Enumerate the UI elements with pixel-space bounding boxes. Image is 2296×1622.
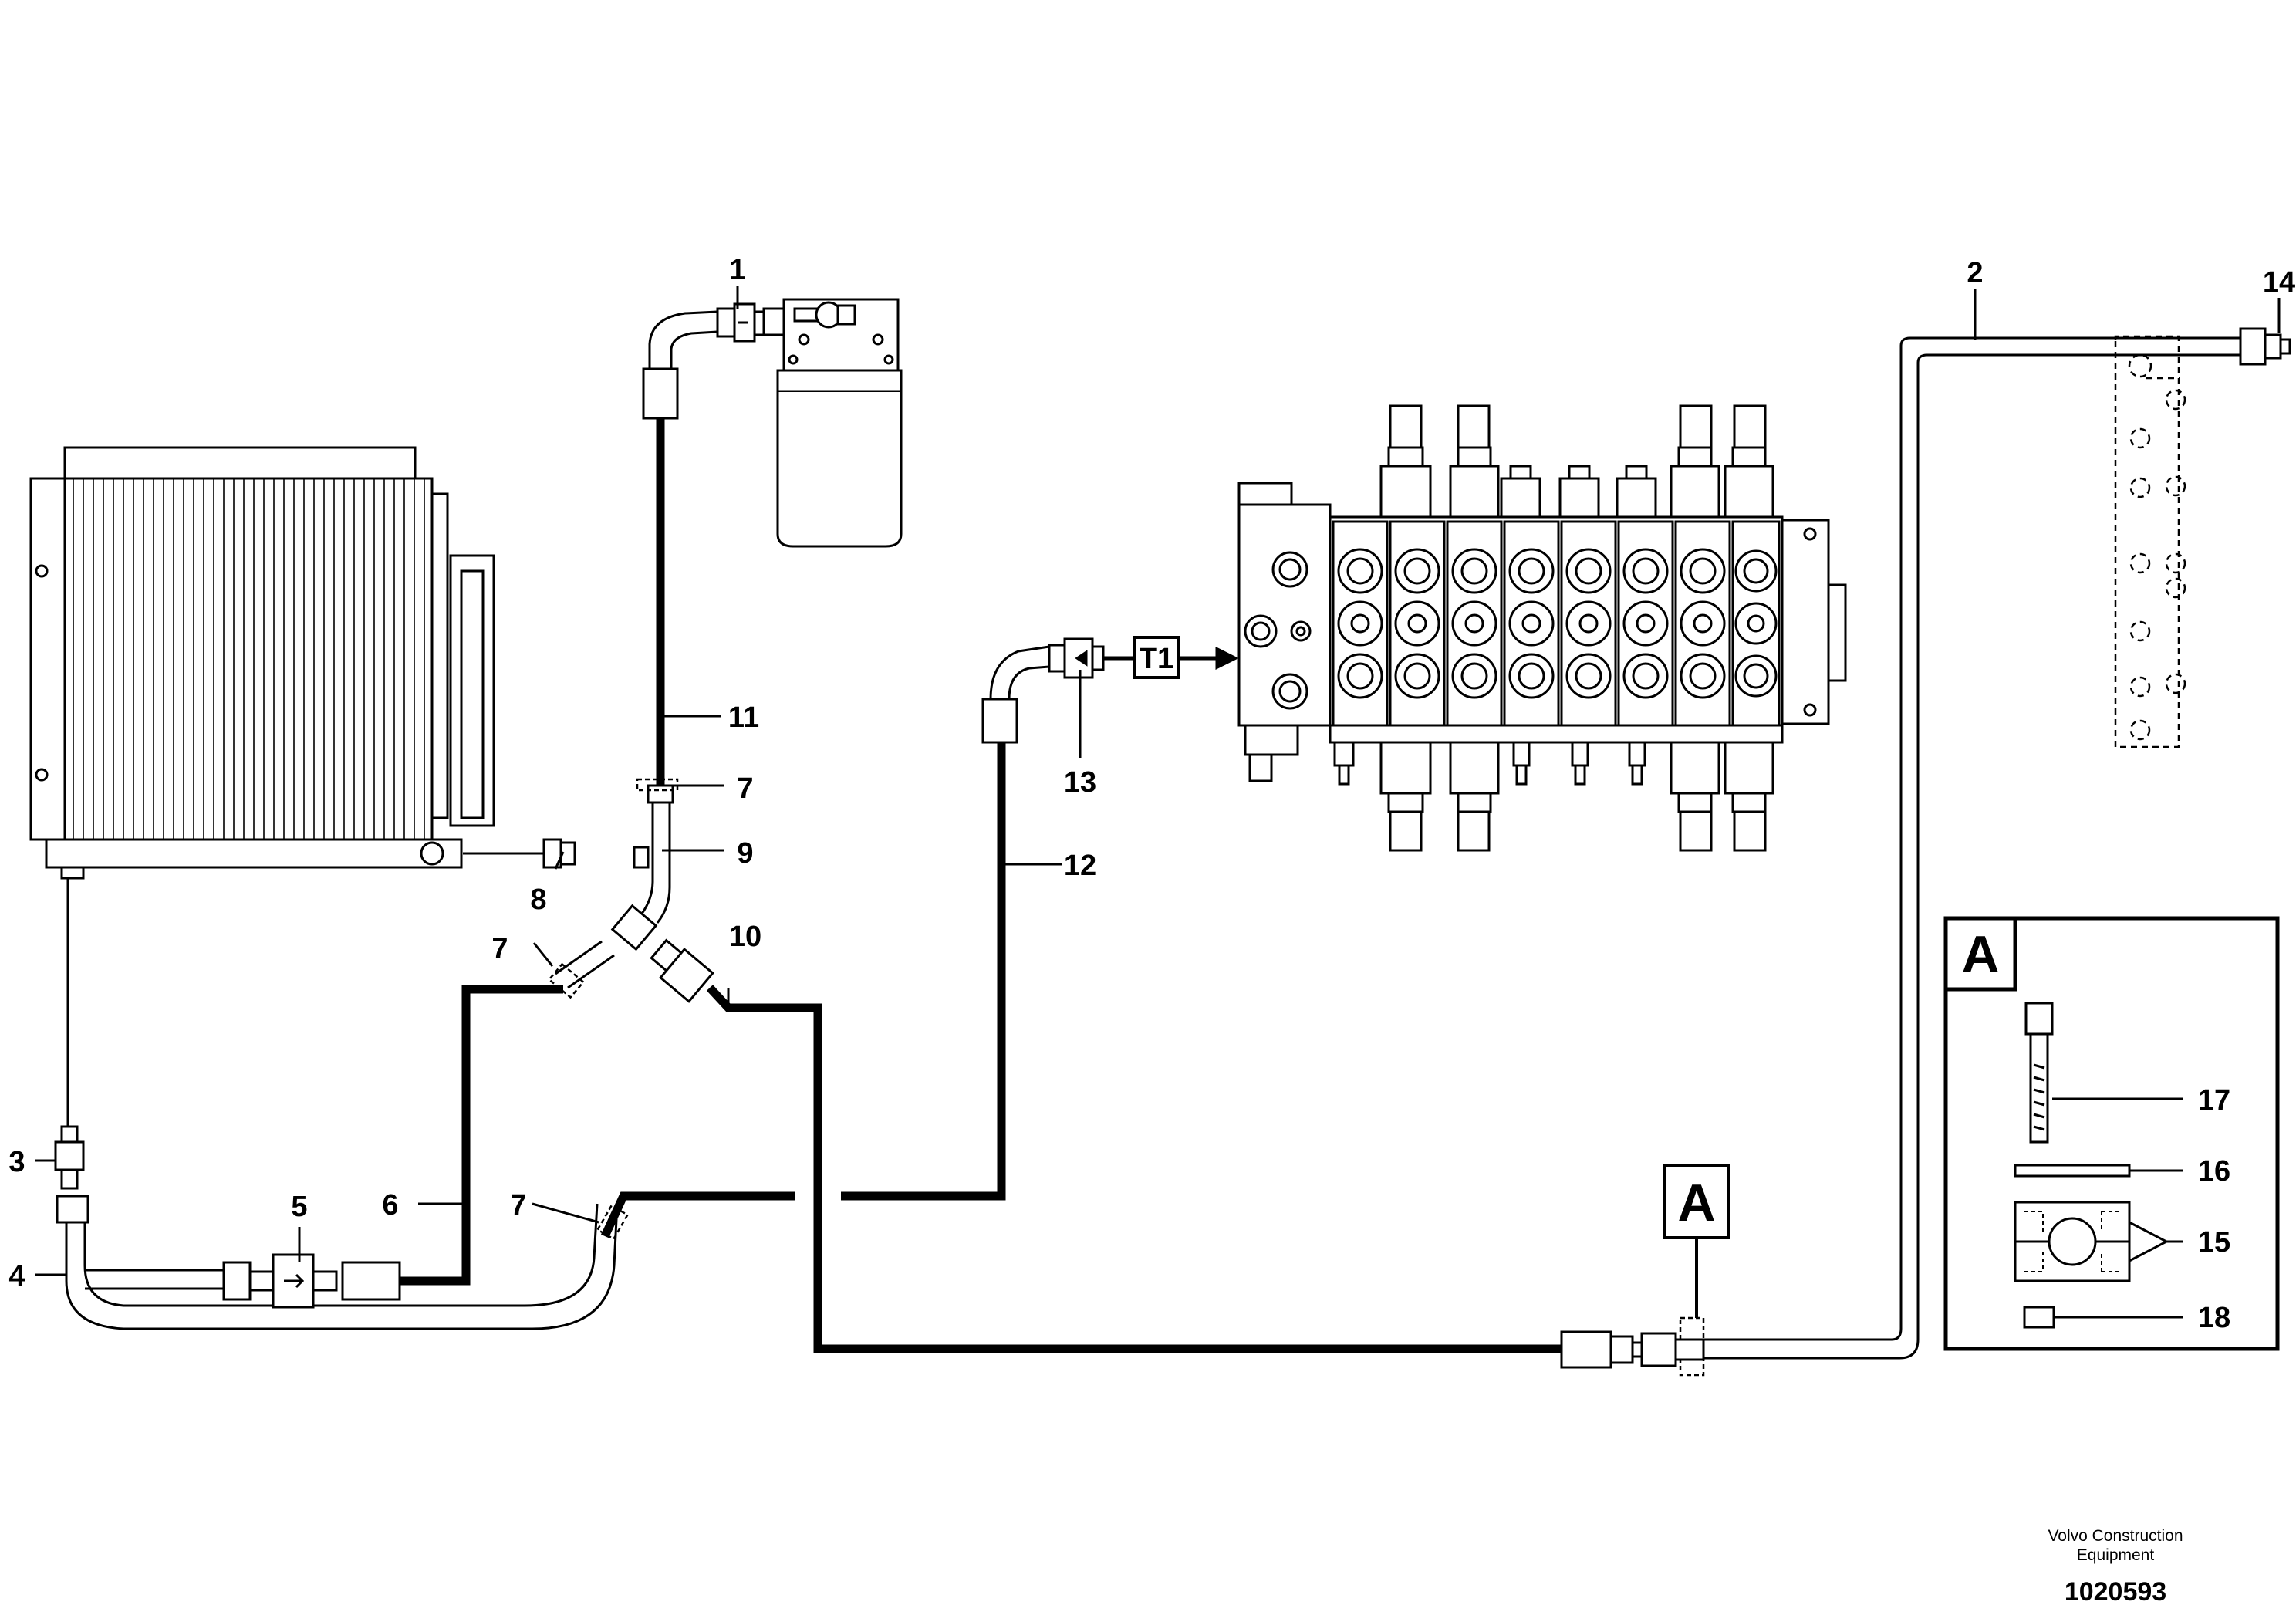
valve-top-actuators	[1379, 404, 1774, 519]
label-part-14: 14	[2263, 266, 2295, 299]
label-part-8: 8	[530, 884, 546, 916]
oil-filter	[762, 298, 903, 548]
detail-callout: A	[1677, 1174, 1715, 1232]
label-part-16: 16	[2198, 1155, 2230, 1188]
hose-7-lower	[601, 966, 1006, 1238]
label-part-11: 11	[728, 701, 759, 734]
label-part-15: 15	[2198, 1226, 2230, 1259]
valve-bottom-actuators	[1333, 741, 1774, 852]
footer-company-line1: Volvo Construction	[2048, 1527, 2183, 1545]
label-part-18: 18	[2198, 1302, 2230, 1334]
label-part-1: 1	[729, 254, 745, 286]
label-part-13: 13	[1064, 766, 1096, 799]
footer-company-line2: Equipment	[2077, 1546, 2155, 1564]
tube-2-fittings	[1560, 327, 2291, 1369]
detail-parts	[2014, 1002, 2131, 1329]
label-part-7-lower: 7	[510, 1189, 526, 1222]
label-part-7-middle: 7	[491, 933, 508, 965]
label-part-17: 17	[2198, 1084, 2230, 1117]
label-part-2: 2	[1967, 257, 1983, 289]
label-part-6: 6	[382, 1189, 398, 1222]
tube-2	[1703, 336, 2240, 1360]
hose-6	[400, 985, 563, 1286]
label-part-3: 3	[8, 1146, 25, 1178]
label-part-7-top: 7	[737, 772, 753, 805]
port-arrow	[1103, 646, 1239, 671]
detail-parts-dashes	[2024, 1211, 2120, 1272]
label-part-12: 12	[1064, 850, 1096, 882]
fitting-8	[463, 838, 576, 869]
tee-fitting-9	[555, 784, 714, 1003]
cooler-outlet-tube	[54, 878, 89, 1224]
leader-lines	[35, 286, 2281, 1319]
clamp-bracket	[2114, 335, 2186, 748]
detail-callout-box	[1663, 1164, 1730, 1318]
valve-sections	[1332, 520, 1781, 727]
check-valve-5	[222, 1253, 401, 1309]
hose-11-end	[642, 302, 765, 420]
oil-cooler	[29, 446, 495, 880]
port-tag: T1	[1140, 643, 1173, 675]
hose-10	[706, 985, 1562, 1353]
hose-12-end	[981, 637, 1105, 744]
document-number: 1020593	[2065, 1577, 2166, 1607]
label-part-10: 10	[729, 921, 761, 953]
port-tag-box	[1133, 636, 1180, 679]
label-part-5: 5	[291, 1191, 307, 1223]
clamp-7	[548, 778, 1705, 1377]
detail-box-title: A	[1961, 925, 1999, 984]
label-part-9: 9	[737, 837, 753, 870]
tube-4	[65, 1203, 619, 1330]
label-part-4: 4	[8, 1260, 25, 1293]
